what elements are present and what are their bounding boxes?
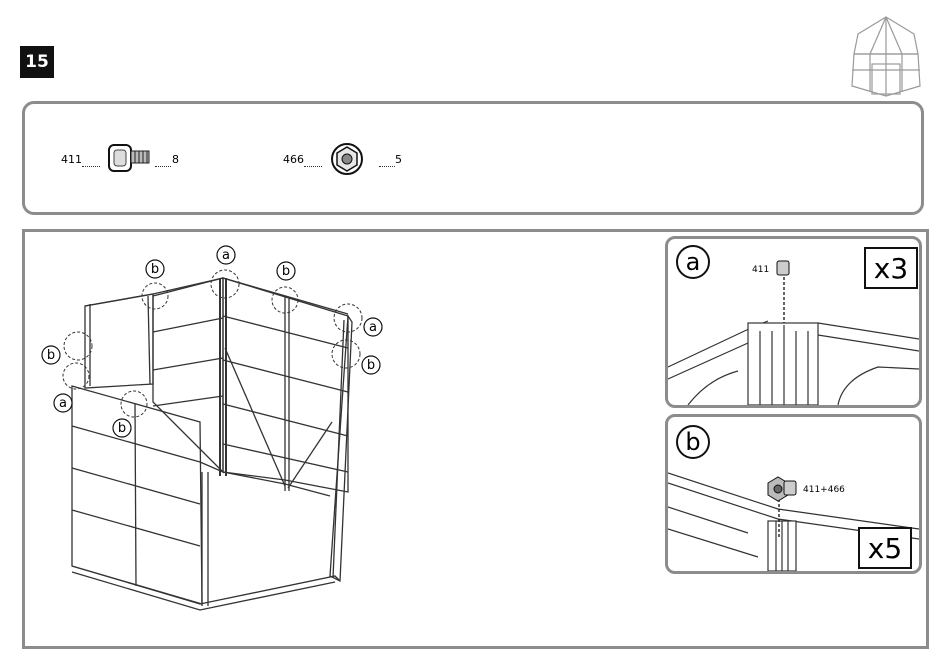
detail-a-multiplier: x3 — [864, 247, 918, 289]
detail-b-multiplier: x5 — [858, 527, 912, 569]
part-id-466: 466 — [283, 153, 304, 166]
detail-b-part-label: 411+466 — [803, 485, 845, 495]
part-qty-411: 8 — [172, 153, 179, 166]
step-number-badge: 15 — [20, 46, 54, 78]
callout-b-label: b — [118, 421, 126, 436]
callout-b-label: b — [47, 348, 55, 363]
detail-a-letter: a — [676, 245, 710, 279]
greenhouse-frame-drawing: b a b a b b a b — [30, 236, 650, 641]
step-number: 15 — [25, 52, 49, 72]
callout-a-label: a — [59, 396, 67, 411]
callout-a-label: a — [369, 320, 377, 335]
callout-b-label: b — [151, 262, 159, 277]
dotted-leader — [82, 166, 100, 167]
parts-list-panel — [22, 101, 924, 215]
detail-panel-b: b 411+466 x5 — [665, 414, 922, 574]
detail-a-part-label: 411 — [752, 265, 769, 275]
flange-nut-icon — [329, 141, 365, 177]
greenhouse-thumbnail-icon — [846, 14, 926, 98]
callout-b-label: b — [282, 264, 290, 279]
dotted-leader — [304, 166, 322, 167]
detail-panel-a: a 411 x3 — [665, 236, 922, 408]
callout-a-label: a — [222, 248, 230, 263]
part-id-411: 411 — [61, 153, 82, 166]
callout-b-label: b — [367, 358, 375, 373]
dotted-leader — [379, 166, 395, 167]
carriage-bolt-icon — [106, 141, 152, 175]
dotted-leader — [155, 166, 171, 167]
detail-b-letter: b — [676, 425, 710, 459]
part-qty-466: 5 — [395, 153, 402, 166]
